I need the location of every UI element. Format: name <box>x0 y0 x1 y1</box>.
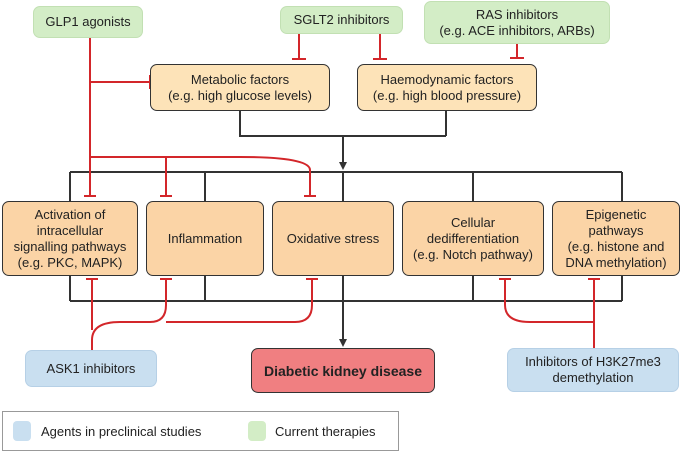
haemodynamic-factors-box: Haemodynamic factors (e.g. high blood pr… <box>357 64 537 111</box>
h3k27-inhibitors-label-2: demethylation <box>552 370 634 385</box>
metabolic-factors-box: Metabolic factors (e.g. high glucose lev… <box>150 64 330 111</box>
metabolic-factors-label: Metabolic factors <box>190 71 290 87</box>
legend-preclinical-label: Agents in preclinical studies <box>41 424 202 439</box>
metabolic-drop-line <box>239 111 446 137</box>
ask1-trunk-line <box>91 279 167 350</box>
signalling-line-4: (e.g. PKC, MAPK) <box>17 254 123 270</box>
glp1-agonists-label: GLP1 agonists <box>45 14 131 29</box>
glp1-to-oxidative-line <box>166 156 311 196</box>
metabolic-factors-example: (e.g. high glucose levels) <box>168 87 312 103</box>
legend: Agents in preclinical studies Current th… <box>2 411 399 451</box>
flow-lines <box>69 111 623 347</box>
h3k27-to-dediff-line <box>504 279 594 323</box>
diabetic-kidney-disease-label: Diabetic kidney disease <box>264 362 422 379</box>
dediff-line-3: (e.g. Notch pathway) <box>413 246 533 262</box>
oxidative-stress-box: Oxidative stress <box>272 201 394 276</box>
legend-current-swatch <box>248 421 266 441</box>
glp1-to-metabolic-line <box>89 38 150 83</box>
oxidative-stress-label: Oxidative stress <box>286 230 380 246</box>
ask1-inhibitors-box: ASK1 inhibitors <box>25 350 157 387</box>
legend-current-label: Current therapies <box>275 424 376 439</box>
glp1-to-inflammation-line <box>90 156 167 196</box>
h3k27-inhibitors-label: Inhibitors of H3K27me3 <box>525 354 661 369</box>
inflammation-box: Inflammation <box>146 201 264 276</box>
inhibition-lines <box>84 33 600 350</box>
ras-inhibitors-example: (e.g. ACE inhibitors, ARBs) <box>439 22 595 38</box>
dediff-line-1: Cellular <box>450 214 496 230</box>
signalling-line-1: Activation of <box>34 206 106 222</box>
inflammation-label: Inflammation <box>167 230 243 246</box>
epigenetic-line-4: DNA methylation) <box>565 254 667 270</box>
epigenetic-line-3: (e.g. histone and <box>567 238 665 254</box>
ras-inhibitors-box: RAS inhibitors (e.g. ACE inhibitors, ARB… <box>424 1 610 44</box>
signalling-line-3: signalling pathways <box>13 238 127 254</box>
ask1-to-oxidative-line <box>166 279 313 323</box>
dediff-line-2: dedifferentiation <box>426 230 520 246</box>
diabetic-kidney-disease-box: Diabetic kidney disease <box>251 348 435 393</box>
signalling-pathways-box: Activation of intracellular signalling p… <box>2 201 138 276</box>
epigenetic-pathways-box: Epigenetic pathways (e.g. histone and DN… <box>552 201 680 276</box>
epigenetic-line-1: Epigenetic <box>585 206 647 222</box>
epigenetic-line-2: pathways <box>588 222 644 238</box>
cellular-dedifferentiation-box: Cellular dedifferentiation (e.g. Notch p… <box>402 201 544 276</box>
sglt2-inhibitors-label: SGLT2 inhibitors <box>293 12 390 27</box>
ask1-inhibitors-label: ASK1 inhibitors <box>46 360 136 376</box>
haemodynamic-factors-label: Haemodynamic factors <box>380 71 514 87</box>
ras-inhibitors-label: RAS inhibitors <box>475 6 559 22</box>
h3k27-inhibitors-box: Inhibitors of H3K27me3 demethylation <box>507 348 679 392</box>
glp1-agonists-box: GLP1 agonists <box>33 6 143 38</box>
legend-preclinical-swatch <box>13 421 31 441</box>
haemodynamic-factors-example: (e.g. high blood pressure) <box>372 87 522 103</box>
sglt2-inhibitors-box: SGLT2 inhibitors <box>280 6 403 34</box>
signalling-line-2: intracellular <box>36 222 104 238</box>
